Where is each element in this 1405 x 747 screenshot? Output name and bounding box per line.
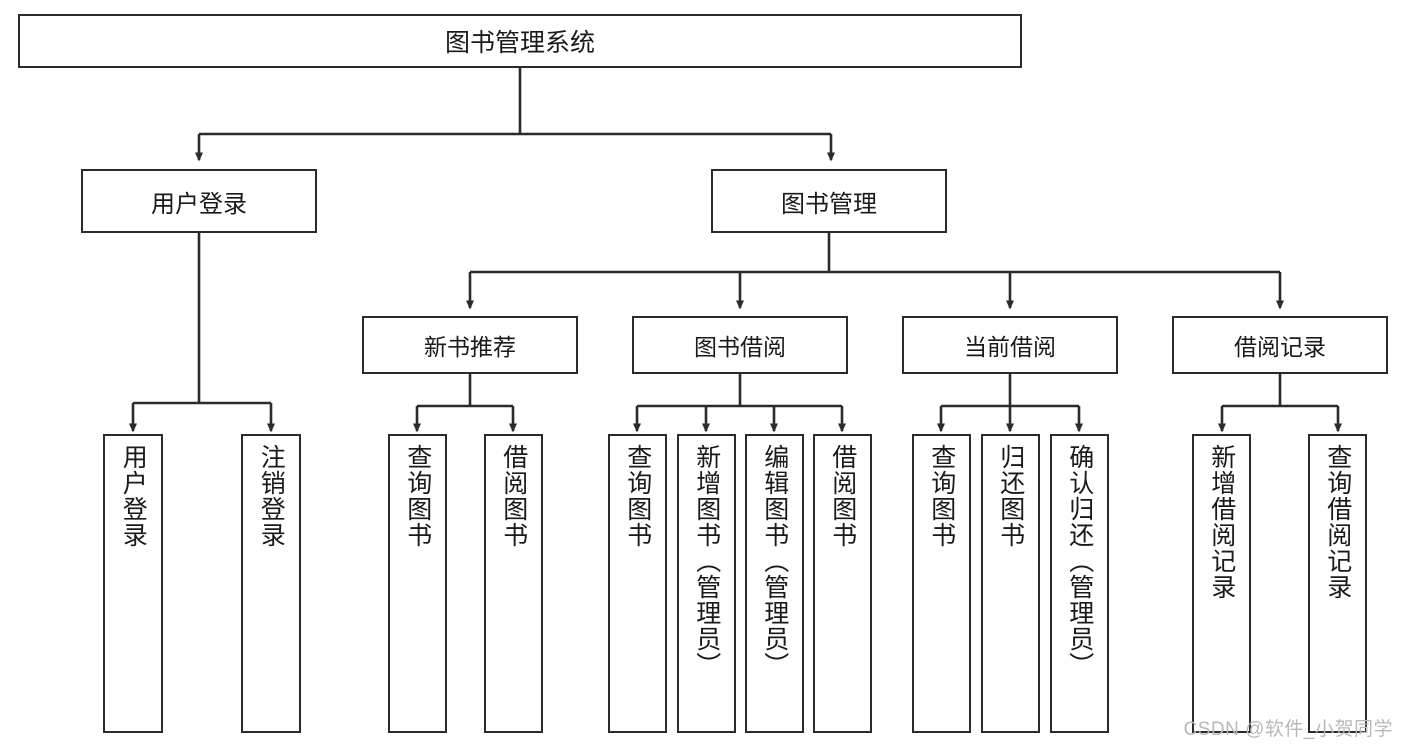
node-label: 新书推荐 xyxy=(424,334,516,360)
leaf-label: 确认归还（管理员） xyxy=(1065,444,1094,678)
node-label: 图书借阅 xyxy=(694,334,786,360)
leaf-label: 用户登录 xyxy=(119,444,148,548)
leaf-label: 查询借阅记录 xyxy=(1323,444,1352,600)
leaf-borrow-add-book-admin[interactable]: 新增图书（管理员） xyxy=(677,434,736,733)
node-label: 当前借阅 xyxy=(964,334,1056,360)
leaf-current-confirm-return-admin[interactable]: 确认归还（管理员） xyxy=(1050,434,1109,733)
leaf-label: 查询图书 xyxy=(623,444,652,548)
leaf-borrow-borrow-book[interactable]: 借阅图书 xyxy=(813,434,872,733)
leaf-label: 新增图书（管理员） xyxy=(692,444,721,678)
node-current-borrow[interactable]: 当前借阅 xyxy=(902,316,1118,374)
node-book-management[interactable]: 图书管理 xyxy=(711,169,947,233)
leaf-current-return-book[interactable]: 归还图书 xyxy=(981,434,1040,733)
node-root-system[interactable]: 图书管理系统 xyxy=(18,14,1022,68)
csdn-watermark: CSDN @软件_小贺同学 xyxy=(1183,719,1393,740)
leaf-recommend-borrow-book[interactable]: 借阅图书 xyxy=(484,434,543,733)
leaf-label: 注销登录 xyxy=(257,444,286,548)
leaf-record-query-record[interactable]: 查询借阅记录 xyxy=(1308,434,1367,733)
leaf-record-add-record[interactable]: 新增借阅记录 xyxy=(1192,434,1251,733)
leaf-current-query-book[interactable]: 查询图书 xyxy=(912,434,971,733)
leaf-label: 借阅图书 xyxy=(828,444,857,548)
node-user-login[interactable]: 用户登录 xyxy=(81,169,317,233)
node-label: 用户登录 xyxy=(151,190,247,218)
leaf-user-login-logout[interactable]: 注销登录 xyxy=(241,434,301,733)
leaf-recommend-query-book[interactable]: 查询图书 xyxy=(388,434,447,733)
node-book-borrow[interactable]: 图书借阅 xyxy=(632,316,848,374)
leaf-label: 借阅图书 xyxy=(499,444,528,548)
leaf-label: 查询图书 xyxy=(927,444,956,548)
leaf-label: 新增借阅记录 xyxy=(1207,444,1236,600)
node-label: 图书管理 xyxy=(781,190,877,218)
leaf-user-login-login[interactable]: 用户登录 xyxy=(103,434,163,733)
node-label: 借阅记录 xyxy=(1234,334,1326,360)
leaf-label: 查询图书 xyxy=(403,444,432,548)
leaf-label: 编辑图书（管理员） xyxy=(760,444,789,678)
leaf-borrow-edit-book-admin[interactable]: 编辑图书（管理员） xyxy=(745,434,804,733)
node-label: 图书管理系统 xyxy=(444,29,595,57)
leaf-borrow-query-book[interactable]: 查询图书 xyxy=(608,434,667,733)
leaf-label: 归还图书 xyxy=(996,444,1025,548)
node-borrow-record[interactable]: 借阅记录 xyxy=(1172,316,1388,374)
node-new-book-recommend[interactable]: 新书推荐 xyxy=(362,316,578,374)
